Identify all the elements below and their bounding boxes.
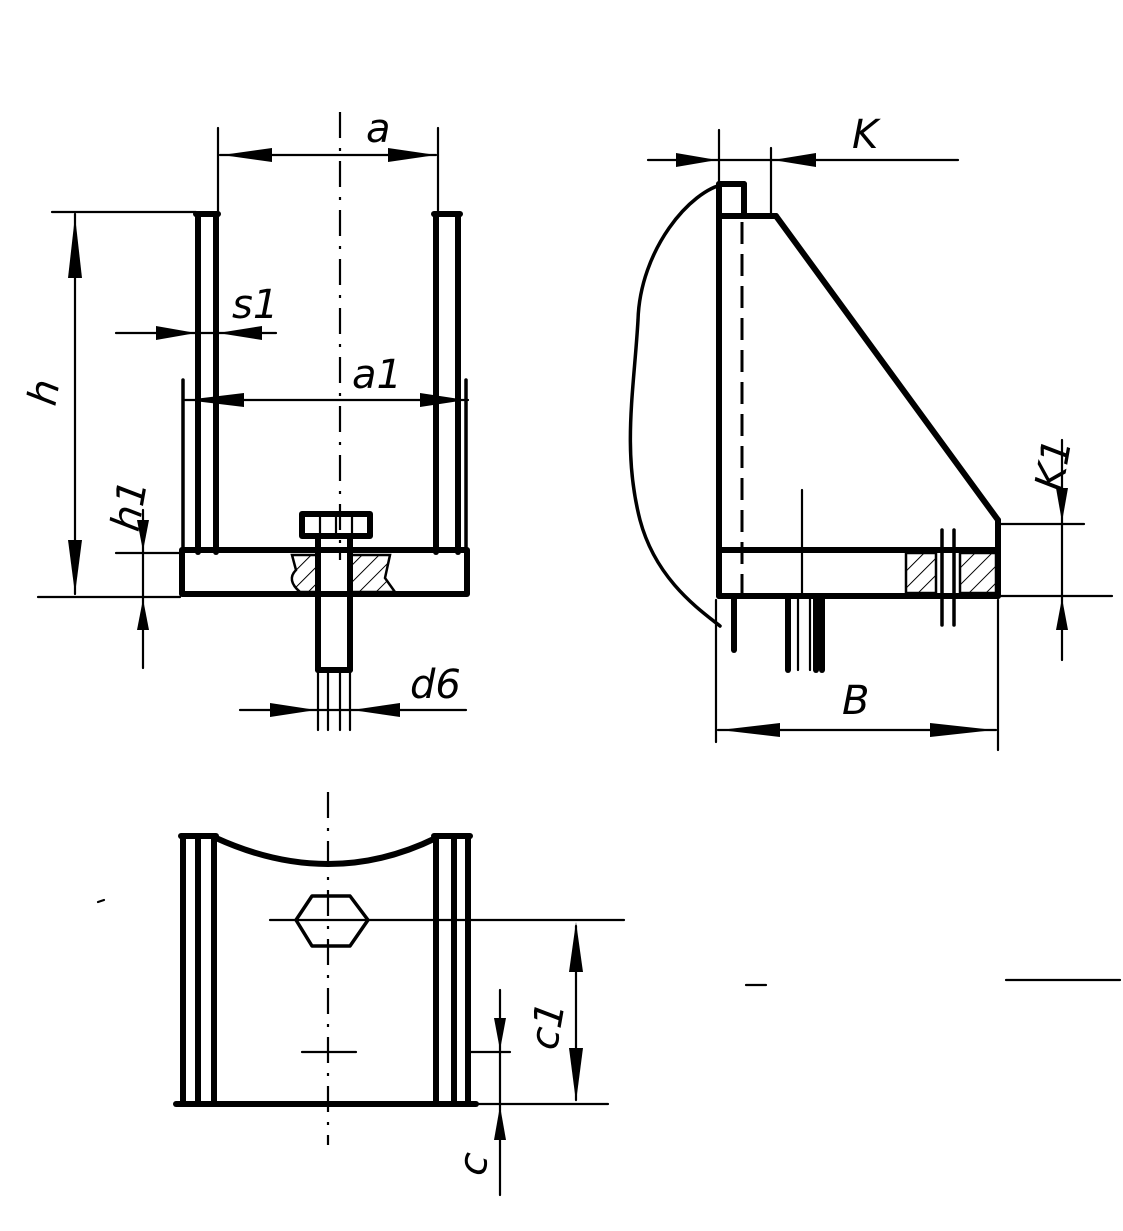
label-s1: s1 <box>232 282 278 328</box>
top-view <box>173 792 479 1145</box>
label-B: B <box>842 678 869 724</box>
side-base-section-left <box>904 551 938 595</box>
front-view <box>179 112 470 732</box>
top-view-dimensions: c1 c <box>268 918 626 1197</box>
side-view <box>628 181 1001 673</box>
bolt-head <box>299 511 373 539</box>
label-a1: a1 <box>352 352 402 398</box>
label-h1: h1 <box>103 477 157 535</box>
side-base-section-right <box>958 551 998 595</box>
cut-curve <box>213 835 439 867</box>
base-section-left <box>290 553 320 594</box>
base-plate <box>179 547 470 597</box>
label-a: a <box>366 106 391 152</box>
break-line <box>628 182 727 628</box>
front-view-dimensions: a h s1 a1 h1 d6 <box>20 106 470 717</box>
gusset-edge <box>773 213 1001 523</box>
label-c1: c1 <box>521 998 575 1053</box>
base-section-right <box>348 553 398 594</box>
label-K1: K1 <box>1027 435 1081 494</box>
label-c: c <box>449 1149 498 1179</box>
label-h: h <box>20 376 70 409</box>
label-K: K <box>852 112 881 158</box>
label-d6: d6 <box>410 662 461 708</box>
side-view-dimensions: K K1 B <box>646 112 1114 752</box>
